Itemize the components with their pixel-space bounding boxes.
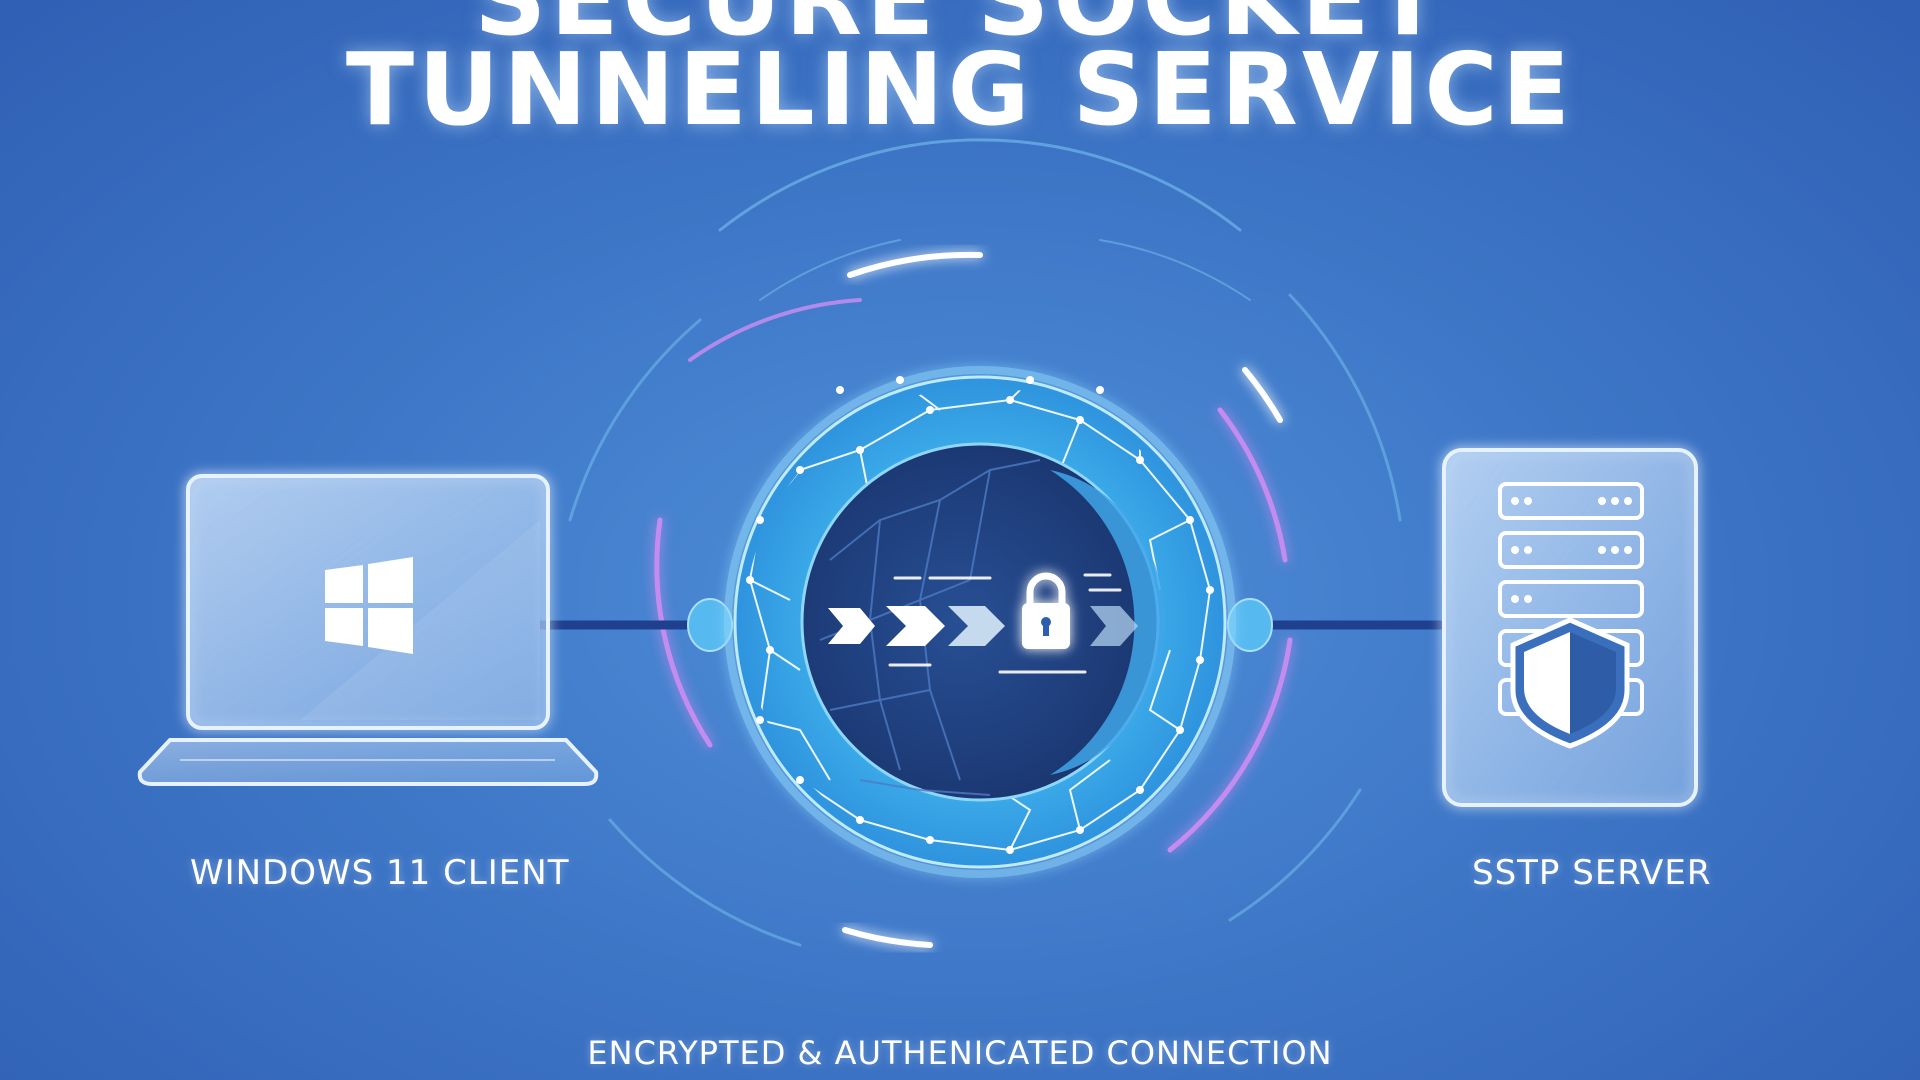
core-mesh [819, 459, 1041, 796]
arrow-chevron [948, 606, 1005, 646]
arrow-chevron [886, 606, 945, 646]
connection-links [540, 598, 1445, 652]
sstp-server-panel [1442, 448, 1698, 807]
page-title-line-1: SECURE SOCKET [0, 0, 1920, 50]
shield-icon [1510, 617, 1630, 749]
arrow-chevron [1090, 606, 1138, 646]
windows-client-laptop [137, 474, 599, 786]
page-title-line-2: TUNNELING SERVICE [345, 31, 1575, 148]
padlock-icon [1022, 572, 1070, 649]
windows-logo-icon [325, 557, 413, 654]
orbit-arcs [568, 138, 1402, 948]
arrow-chevron [828, 608, 875, 644]
mesh-nodes [746, 376, 1214, 854]
connection-caption: ENCRYPTED & AUTHENICATED CONNECTION [587, 1034, 1333, 1072]
client-label: WINDOWS 11 CLIENT [190, 853, 570, 893]
server-label: SSTP SERVER [1472, 853, 1712, 893]
data-flow-arrows [828, 573, 1138, 674]
